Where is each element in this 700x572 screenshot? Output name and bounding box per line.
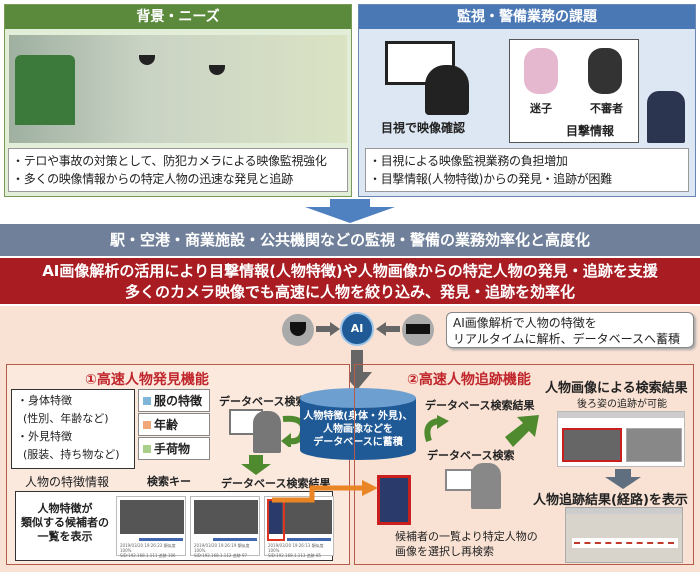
route-title: 人物追跡結果(経路)を表示 bbox=[533, 493, 688, 508]
bullet: ・目撃情報(人物特徴)からの発見・追跡が困難 bbox=[369, 172, 612, 186]
issues-panel: 監視・警備業務の課題 目視で映像確認 迷子 不審者 目撃情報 ・目視による映像監… bbox=[358, 4, 696, 197]
function2-title: ②高速人物追跡機能 bbox=[407, 372, 531, 388]
keys-caption: 検索キー bbox=[147, 475, 191, 488]
candidate-thumb[interactable]: 2019/03/20 19:26:19 類似度 100%SID:192.168.… bbox=[190, 496, 260, 558]
caption-line: 人物特徴が bbox=[37, 502, 93, 515]
bullet: ・目視による映像監視業務の負担増加 bbox=[369, 154, 568, 168]
thumb-meta: 2019/03/20 19:26:19 類似度 100% bbox=[194, 543, 250, 553]
suspicious-label: 不審者 bbox=[590, 102, 623, 115]
arrow-left-icon bbox=[376, 322, 400, 336]
monitor-icon bbox=[385, 41, 455, 85]
solution-line: AI画像解析の活用により目撃情報(人物特徴)や人物画像からの特定人物の発見・追跡… bbox=[42, 262, 658, 280]
reselect-line: 候補者の一覧より特定人物の bbox=[395, 530, 538, 543]
thumb-meta: SID:192.168.1.112 追跡 97 bbox=[194, 553, 248, 558]
suspicious-person-icon bbox=[588, 48, 622, 94]
computer-icon bbox=[445, 469, 473, 491]
lost-child-label: 迷子 bbox=[530, 102, 552, 115]
feature-line: (性別、年齢など) bbox=[23, 412, 109, 425]
candidate-caption: 人物特徴が 類似する候補者の 一覧を表示 bbox=[20, 502, 110, 544]
image-result-title: 人物画像による検索結果 bbox=[545, 381, 688, 396]
function2-box: ②高速人物追跡機能 データベース検索結果 データベース検索 候補者の一覧より特定… bbox=[354, 364, 694, 565]
bullet: ・テロや事故の対策として、防犯カメラによる映像監視強化 bbox=[12, 154, 327, 168]
background-needs-title: 背景・ニーズ bbox=[5, 5, 351, 29]
witness-label: 目撃情報 bbox=[566, 124, 615, 138]
db-result-label: データベース検索結果 bbox=[425, 399, 535, 412]
station-camera-illustration bbox=[9, 35, 347, 143]
function1-box: ①高速人物発見機能 ・身体特徴 (性別、年齢など) ・外見特徴 (服装、持ち物な… bbox=[6, 364, 350, 565]
caption-line: 一覧を表示 bbox=[37, 530, 93, 543]
dome-camera-icon bbox=[282, 314, 314, 346]
candidate-list: 人物特徴が 類似する候補者の 一覧を表示 2019/03/20 19:26:23… bbox=[15, 491, 334, 561]
camera-icon bbox=[139, 55, 155, 65]
db-search-label: データベース検索 bbox=[427, 449, 515, 462]
route-map bbox=[565, 507, 683, 563]
image-result-screenshot bbox=[557, 411, 685, 467]
visual-check-label: 目視で映像確認 bbox=[381, 121, 466, 135]
feature-line: (服装、持ち物など) bbox=[23, 448, 120, 461]
candidate-thumb[interactable]: 2019/03/20 19:26:23 類似度 100%SID:192.168.… bbox=[116, 496, 186, 558]
search-key-baggage: 手荷物 bbox=[138, 437, 210, 460]
down-arrow-icon bbox=[605, 469, 641, 489]
solution-line: 多くのカメラ映像でも高速に人物を絞り込み、発見・追跡を効率化 bbox=[124, 283, 575, 301]
operator-icon bbox=[253, 411, 281, 453]
loop-arrow-icon bbox=[424, 415, 449, 442]
box-camera-icon bbox=[402, 314, 434, 346]
goal-band: 駅・空港・商業施設・公共機関などの監視・警備の業務効率化と高度化 bbox=[0, 224, 700, 256]
features-box: ・身体特徴 (性別、年齢など) ・外見特徴 (服装、持ち物など) bbox=[11, 389, 135, 469]
down-arrow-icon bbox=[305, 199, 395, 223]
train-icon bbox=[15, 55, 75, 125]
up-right-arrow-icon bbox=[505, 415, 539, 447]
caption-line: 類似する候補者の bbox=[21, 516, 109, 529]
key-label: 服の特徴 bbox=[154, 394, 203, 408]
reselect-text: 候補者の一覧より特定人物の 画像を選択し再検索 bbox=[395, 529, 538, 559]
background-bullets: ・テロや事故の対策として、防犯カメラによる映像監視強化 ・多くの映像情報からの特… bbox=[8, 148, 348, 192]
bullet: ・多くの映像情報からの特定人物の迅速な発見と追跡 bbox=[12, 172, 293, 186]
child-icon bbox=[524, 48, 558, 94]
ai-icon: AI bbox=[340, 312, 374, 346]
key-label: 年齢 bbox=[154, 418, 179, 432]
issues-bullets: ・目視による映像監視業務の負担増加 ・目撃情報(人物特徴)からの発見・追跡が困難 bbox=[365, 148, 689, 192]
db-search-label: データベース検索 bbox=[219, 395, 307, 408]
callout-line: AI画像解析で人物の特徴を bbox=[453, 316, 597, 330]
features-caption: 人物の特徴情報 bbox=[25, 475, 110, 489]
db-line: 人物画像などを bbox=[323, 424, 393, 435]
feature-line: ・身体特徴 bbox=[17, 394, 72, 407]
witness-box: 迷子 不審者 目撃情報 bbox=[509, 39, 639, 143]
ai-callout: AI画像解析で人物の特徴を リアルタイムに解析、データベースへ蓄積 bbox=[446, 312, 694, 348]
issues-title: 監視・警備業務の課題 bbox=[359, 5, 695, 29]
orange-arrow-icon bbox=[272, 480, 378, 503]
db-result-label: データベース検索結果 bbox=[221, 477, 331, 490]
key-label: 手荷物 bbox=[154, 442, 191, 456]
thumb-meta: 2019/03/20 19:26:13 類似度 100% bbox=[268, 543, 324, 553]
database-icon bbox=[300, 388, 416, 460]
db-line: 人物特徴(身体・外見)、 bbox=[303, 411, 413, 422]
operator-icon bbox=[425, 65, 469, 115]
thumb-meta: 2019/03/20 19:26:23 類似度 100% bbox=[120, 543, 176, 553]
thumb-meta: SID:192.168.1.113 追跡 85 bbox=[268, 553, 322, 558]
arrow-right-icon bbox=[316, 322, 340, 336]
operator-icon bbox=[471, 463, 501, 509]
background-needs-panel: 背景・ニーズ ・テロや事故の対策として、防犯カメラによる映像監視強化 ・多くの映… bbox=[4, 4, 352, 197]
solution-band: AI画像解析の活用により目撃情報(人物特徴)や人物画像からの特定人物の発見・追跡… bbox=[0, 258, 700, 304]
reselect-line: 画像を選択し再検索 bbox=[395, 545, 494, 558]
callout-line: リアルタイムに解析、データベースへ蓄積 bbox=[453, 332, 681, 346]
search-key-age: 年齢 bbox=[138, 413, 210, 436]
function1-title: ①高速人物発見機能 bbox=[85, 372, 209, 388]
thumb-meta: SID:192.168.1.111 追跡 106 bbox=[120, 553, 176, 558]
image-result-subtitle: 後ろ姿の追跡が可能 bbox=[577, 399, 667, 410]
guard-icon bbox=[647, 91, 685, 143]
search-key-clothes: 服の特徴 bbox=[138, 389, 210, 412]
feature-line: ・外見特徴 bbox=[17, 430, 72, 443]
camera-icon bbox=[209, 65, 225, 75]
candidate-thumb-selected[interactable]: 2019/03/20 19:26:13 類似度 100%SID:192.168.… bbox=[264, 496, 334, 558]
down-arrow-icon bbox=[241, 455, 271, 475]
database-label: 人物特徴(身体・外見)、 人物画像などを データベースに蓄積 bbox=[296, 410, 420, 449]
db-line: データベースに蓄積 bbox=[313, 437, 403, 448]
selected-person-image[interactable] bbox=[377, 475, 411, 525]
